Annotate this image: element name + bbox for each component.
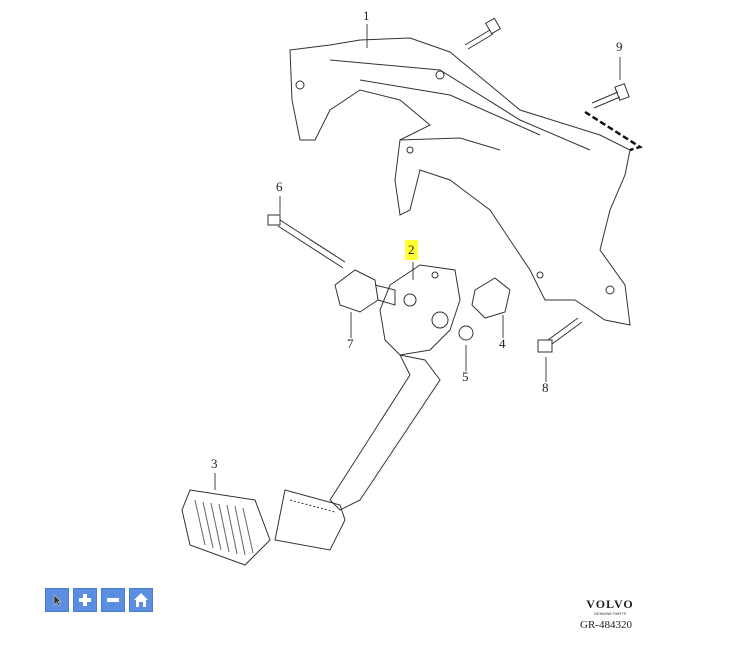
callout-8[interactable]: 8 <box>542 380 549 395</box>
callout-2-highlighted[interactable]: 2 <box>405 240 418 260</box>
volvo-logo: VOLVO GENUINE PARTS <box>578 597 642 616</box>
callout-7[interactable]: 7 <box>347 336 354 351</box>
bolt-9 <box>584 83 643 152</box>
home-icon <box>134 593 148 607</box>
diagram-code: GR-484320 <box>580 619 632 631</box>
leader-lines <box>214 24 621 490</box>
switch-7 <box>334 269 396 313</box>
zoom-out-button[interactable] <box>101 588 125 612</box>
zoom-in-button[interactable] <box>73 588 97 612</box>
select-button[interactable] <box>45 588 69 612</box>
cursor-icon <box>53 594 62 607</box>
callout-3[interactable]: 3 <box>211 456 218 471</box>
callout-4[interactable]: 4 <box>499 336 506 351</box>
home-button[interactable] <box>129 588 153 612</box>
pedal-arm <box>274 354 441 551</box>
callout-9[interactable]: 9 <box>616 39 623 54</box>
plus-icon <box>79 594 91 606</box>
brand-subtitle: GENUINE PARTS <box>593 611 627 616</box>
viewer-toolbar <box>45 588 153 612</box>
bolt-8 <box>537 317 583 353</box>
switch-4 <box>471 277 511 319</box>
pedal-pad-3 <box>181 489 271 566</box>
minus-icon <box>107 598 119 602</box>
callout-5[interactable]: 5 <box>462 369 469 384</box>
brand-name: VOLVO <box>586 597 634 611</box>
callout-6[interactable]: 6 <box>276 179 283 194</box>
pedal-bracket <box>289 37 631 326</box>
bolt-6 <box>267 214 346 269</box>
pedal-housing-2 <box>379 264 461 356</box>
nut-5 <box>458 325 474 341</box>
bolt-top <box>464 17 502 50</box>
callout-1[interactable]: 1 <box>363 8 370 23</box>
